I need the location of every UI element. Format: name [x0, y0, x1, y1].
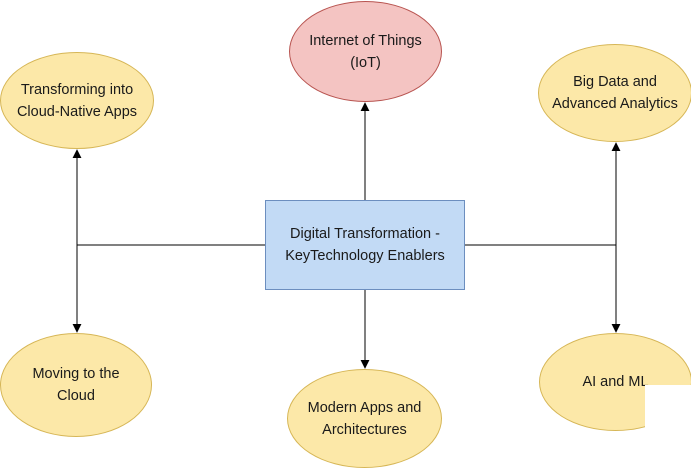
node-iot-line-1: Internet of Things [309, 32, 422, 49]
center-node-line-1: Digital Transformation - [290, 226, 440, 242]
node-big-data-line-2: Advanced Analytics [552, 96, 678, 112]
node-modern-apps-line-1: Modern Apps and [307, 399, 422, 416]
node-cloud-native-apps: Transforming into Cloud-Native Apps [0, 52, 154, 149]
node-big-data-analytics: Big Data and Advanced Analytics [538, 44, 691, 142]
node-cloud-native-line-2: Cloud-Native Apps [16, 103, 138, 120]
corner-overlay [645, 385, 691, 471]
node-big-data-line-1: Big Data and [573, 74, 657, 90]
node-cloud-native-line-1: Transforming into [20, 81, 134, 98]
node-modern-apps-architectures: Modern Apps and Architectures [287, 369, 442, 468]
node-moving-to-cloud: Moving to the Cloud [0, 333, 152, 437]
node-cloud-line-1: Moving to the [32, 366, 120, 382]
node-ai-ml-line-1: AI and ML [582, 374, 649, 390]
node-ai-and-ml: AI and ML [539, 333, 691, 431]
center-node-digital-transformation: Digital Transformation - KeyTechnology E… [265, 200, 465, 290]
node-modern-apps-line-2: Architectures [322, 421, 407, 438]
node-internet-of-things: Internet of Things (IoT) [289, 1, 442, 102]
center-node-line-2: KeyTechnology Enablers [285, 248, 445, 264]
node-cloud-line-2: Cloud [57, 388, 95, 404]
node-iot-line-2: (IoT) [350, 54, 381, 71]
